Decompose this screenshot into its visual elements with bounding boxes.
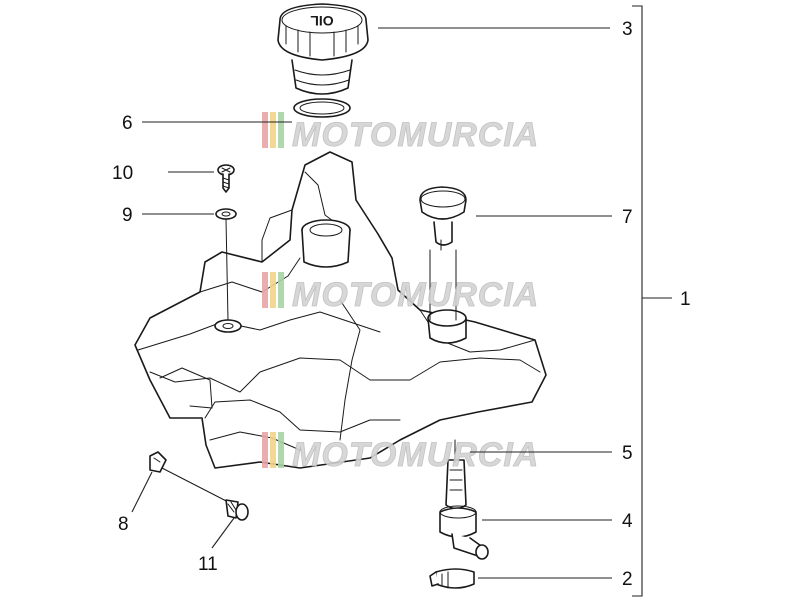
- assembly-bracket: [632, 5, 643, 597]
- callout-10: 10: [112, 163, 133, 184]
- assembly-axis-line: [161, 467, 237, 507]
- hose-clamp-part-2: [429, 568, 475, 589]
- callout-8: 8: [118, 514, 129, 535]
- screw-part-10: [217, 164, 235, 193]
- watermark-text: MOTOMURCIA: [292, 436, 539, 474]
- callout-6: 6: [122, 113, 133, 134]
- watermark-text: MOTOMURCIA: [292, 116, 539, 154]
- screw-part-11: [225, 499, 249, 521]
- washer-part-9: [215, 208, 237, 220]
- watermark-bottom: MOTOMURCIA: [262, 432, 539, 474]
- leader-line-8: [131, 471, 153, 513]
- watermark-text: MOTOMURCIA: [292, 276, 539, 314]
- clip-nut-part-8: [149, 451, 167, 473]
- callout-4: 4: [622, 511, 633, 532]
- callout-5: 5: [622, 443, 633, 464]
- o-ring-seal: [293, 98, 351, 118]
- callout-9: 9: [122, 205, 133, 226]
- callout-1: 1: [680, 289, 691, 310]
- watermark-middle: MOTOMURCIA: [262, 272, 539, 314]
- callout-7: 7: [622, 207, 633, 228]
- callout-3: 3: [622, 19, 633, 40]
- leader-line-11: [211, 517, 235, 549]
- dipstick-part-7: [419, 186, 467, 321]
- oil-tank: [134, 151, 547, 469]
- callout-11: 11: [198, 554, 218, 575]
- oil-filler-cap: OIL: [277, 3, 369, 95]
- assembly-axis-line: [225, 218, 229, 321]
- callout-2: 2: [622, 569, 633, 590]
- watermark-top: MOTOMURCIA: [262, 112, 539, 154]
- cap-oil-label: OIL: [310, 13, 334, 29]
- fitting-part-4: [439, 505, 489, 560]
